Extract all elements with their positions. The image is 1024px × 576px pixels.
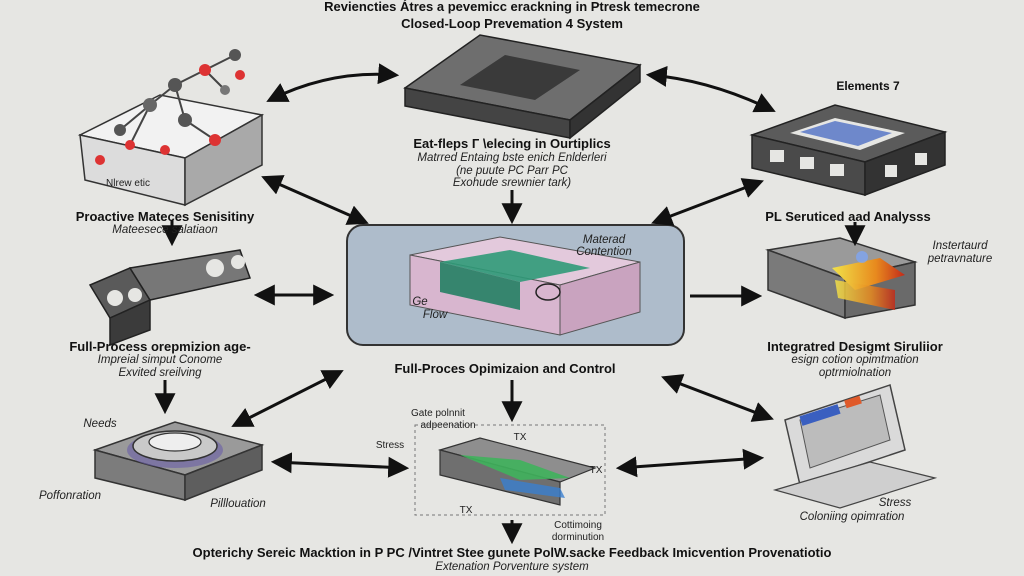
mid-right-title: Integratred Desigmt Siruliior	[767, 339, 943, 354]
center-label-contention: Contention	[576, 246, 632, 258]
bracket-illustration	[88, 249, 251, 347]
bottom-center-label-opt2: dorminution	[551, 532, 605, 543]
tooling-slab-illustration	[403, 34, 642, 140]
mid-left-line1: Impreial simput Conome	[97, 354, 223, 366]
mid-right-line1: esign cotion opimtmation	[791, 354, 919, 366]
top-center-line2: (ne puute PC Parr PC	[456, 165, 568, 177]
ring-housing-illustration	[92, 421, 265, 502]
top-left-subtitle: Mateesece salatiaon	[112, 224, 218, 236]
bottom-right-label-stress: Stress	[878, 497, 912, 509]
mid-left-line2: Exvited sreilving	[118, 367, 202, 379]
bottom-center-label-tx2: TX	[589, 465, 603, 476]
top-center-line3: Exohude srewnier tark)	[452, 177, 572, 189]
mid-left-title: Full-Process orepmizion age-	[69, 339, 251, 354]
header-title-line1: Reviencties Átres a pevemicc erackning i…	[324, 0, 700, 14]
mid-right-label1: Instertaurd	[932, 240, 988, 252]
top-left-title: Proactive Mateces Senisitiny	[75, 209, 255, 224]
center-label-flow: Flow	[422, 309, 448, 321]
bottom-center-label-gate1: Gate polnnit	[411, 408, 465, 419]
bottom-right-caption: Coloniing opimration	[799, 511, 905, 523]
center-label-material: Materad	[582, 234, 626, 246]
flow-arrows	[154, 63, 866, 545]
gate-section-illustration	[414, 424, 606, 516]
bottom-left-label-perf: Poffonration	[38, 490, 102, 502]
frame-element-illustration	[749, 104, 948, 197]
bottom-center-label-tx3: TX	[459, 505, 473, 516]
top-center-line1: Matrred Entaing bste enich Enlderleri	[417, 152, 607, 164]
bottom-left-label-needs: Needs	[83, 418, 117, 430]
footer-subtitle: Extenation Porventure system	[435, 561, 589, 573]
mid-right-line2: optrmiolnation	[818, 367, 892, 379]
bottom-center-label-opt1: Cottimoing	[554, 520, 602, 531]
center-label-gas: Ge	[412, 296, 428, 308]
center-mold-panel	[346, 224, 685, 346]
bottom-left-label-pill: Pilllouation	[210, 498, 266, 510]
center-title: Full-Proces Opimizaion and Control	[394, 361, 616, 376]
bottom-center-label-stress: Stress	[375, 440, 405, 451]
top-right-title: PL Seruticed aad Analysss	[765, 209, 931, 224]
molecule-block-illustration	[77, 49, 265, 207]
bottom-center-label-gate2: adpeenation	[420, 420, 476, 431]
footer-title: Opterichy Sereic Macktion in P PC /Vintr…	[192, 545, 832, 560]
top-right-label: Elements 7	[836, 79, 900, 93]
molecule-label: Nlrew etic	[106, 178, 150, 189]
heat-analysis-illustration	[765, 237, 918, 320]
mid-right-label2: petravnature	[927, 253, 993, 265]
header-title-line2: Closed-Loop Prevemation 4 System	[401, 16, 623, 31]
bottom-center-label-tx1: TX	[513, 432, 527, 443]
computer-terminal-illustration	[772, 384, 938, 509]
top-center-title: Eat-fleps Г \elecing in Ourtiplics	[413, 136, 611, 151]
